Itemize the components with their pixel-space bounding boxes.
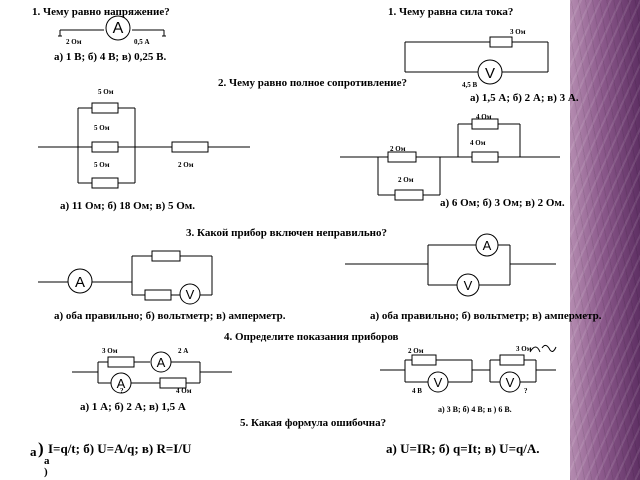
q1-right-voltage-label: 4,5 В <box>462 81 478 89</box>
q1-right-circuit: V <box>404 36 549 85</box>
q3-right-voltmeter-letter: V <box>464 278 473 293</box>
q5-left-underline-paren: ) <box>44 466 48 478</box>
q1-left-meter-letter: A <box>113 20 124 37</box>
q2-right-answers: а) 6 Ом; б) 3 Ом; в) 2 Ом. <box>440 197 565 209</box>
q4-right-label-resistor-left: 2 Ом <box>408 347 424 355</box>
q3-left-circuit: A V <box>38 250 213 305</box>
q3-title: 3. Какой прибор включен неправильно? <box>186 227 388 239</box>
q4-right-resistor-right <box>499 354 525 366</box>
q4-left-resistor-top <box>107 356 135 368</box>
q4-left-label-unknown: ? <box>120 387 124 395</box>
q2-left-resistor-mid <box>91 141 119 153</box>
q3-left-ammeter-letter: A <box>75 274 85 291</box>
q2-left-label-bottom: 5 Ом <box>94 161 110 169</box>
q5-right-formula: а) U=IR; б) q=It; в) U=q/A. <box>386 441 540 456</box>
q3-left-voltmeter-icon <box>179 283 201 305</box>
q2-left-resistor-top <box>91 102 119 114</box>
q3-left-resistor-top <box>151 250 181 262</box>
q5-title: 5. Какая формула ошибочна? <box>240 417 387 429</box>
q3-left-answers: а) оба правильно; б) вольтметр; в) ампер… <box>54 310 286 322</box>
q4-right-voltmeter-right-letter: V <box>506 375 515 390</box>
q4-left-circuit: A A <box>72 351 232 394</box>
q1-right-answers: а) 1,5 А; б) 2 А; в) 3 А. <box>470 92 579 104</box>
q2-left-label-series: 2 Ом <box>178 161 194 169</box>
q5-left-paren: ) <box>38 439 44 458</box>
q4-right-scribble <box>529 344 557 353</box>
q5-left-underline-letter: а <box>44 455 50 467</box>
q4-left-label-current: 2 А <box>178 347 189 355</box>
q2-left-circuit <box>38 102 250 189</box>
q2-right-label-top: 4 Ом <box>476 113 492 121</box>
q2-left-label-mid: 5 Ом <box>94 124 110 132</box>
q2-right-resistor-b <box>394 189 424 201</box>
q3-right-circuit: A V <box>345 233 556 297</box>
q1-left-resistance-label: 2 Ом <box>66 38 82 46</box>
q1-right-title: 1. Чему равна сила тока? <box>388 6 514 18</box>
q1-left-answers: а) 1 В; б) 4 В; в) 0,25 В. <box>54 51 167 63</box>
q2-right-circuit <box>340 118 560 201</box>
q2-left-resistor-bottom <box>91 177 119 189</box>
decorative-side-strip <box>570 0 640 480</box>
q4-right-resistor-left <box>411 354 437 366</box>
q1-right-voltmeter-icon <box>477 59 503 85</box>
q1-left-ammeter-icon <box>105 15 131 41</box>
q4-left-answers: а) 1 А; б) 2 А; в) 1,5 А <box>80 401 186 413</box>
q4-right-label-unknown: ? <box>524 387 528 395</box>
q2-right-label-left-top: 2 Ом <box>390 145 406 153</box>
q5-left-formula: I=q/t; б) U=A/q; в) R=I/U <box>48 441 192 456</box>
q1-right-meter-letter: V <box>485 65 495 82</box>
q1-left-current-label: 0,5 А <box>134 38 150 46</box>
q1-left-circuit: A <box>58 15 166 41</box>
q4-right-label-voltage: 4 В <box>412 387 422 395</box>
q3-right-answers: а) оба правильно; б) вольтметр; в) ампер… <box>370 310 602 322</box>
q4-right-circuit: V V <box>380 344 557 393</box>
q3-right-ammeter-letter: A <box>483 238 492 253</box>
q2-right-resistor-a <box>387 151 417 163</box>
q4-right-label-resistor-right: 3 Ом <box>516 345 532 353</box>
q4-title: 4. Определите показания приборов <box>224 331 399 343</box>
q4-left-label-resistor-bottom: 4 Ом <box>176 387 192 395</box>
q1-right-resistance-label: 3 Ом <box>510 28 526 36</box>
q5-left-prefix: а <box>30 444 37 459</box>
q2-left-resistor-series <box>171 141 209 153</box>
q4-right-voltmeter-left-letter: V <box>434 375 443 390</box>
q1-left-title: 1. Чему равно напряжение? <box>32 6 170 18</box>
q3-left-ammeter-icon <box>67 268 93 294</box>
q2-right-resistor-d <box>471 151 499 163</box>
q4-left-ammeter-top-letter: A <box>157 355 166 370</box>
q2-left-answers: а) 11 Ом; б) 18 Ом; в) 5 Ом. <box>60 200 196 212</box>
q2-right-title: 2. Чему равно полное сопротивление? <box>218 77 408 89</box>
q4-right-answers: а) 3 В; б) 4 В; в ) 6 В. <box>438 405 512 414</box>
q2-left-label-top: 5 Ом <box>98 88 114 96</box>
q3-left-voltmeter-letter: V <box>186 287 195 302</box>
q3-left-resistor-bottom <box>144 289 172 301</box>
q2-right-label-left-bottom: 2 Ом <box>398 176 414 184</box>
q1-right-resistor <box>489 36 513 48</box>
q4-left-ammeter-bottom-letter: A <box>117 376 126 391</box>
q4-left-label-resistor-top: 3 Ом <box>102 347 118 355</box>
q2-right-label-mid: 4 Ом <box>470 139 486 147</box>
